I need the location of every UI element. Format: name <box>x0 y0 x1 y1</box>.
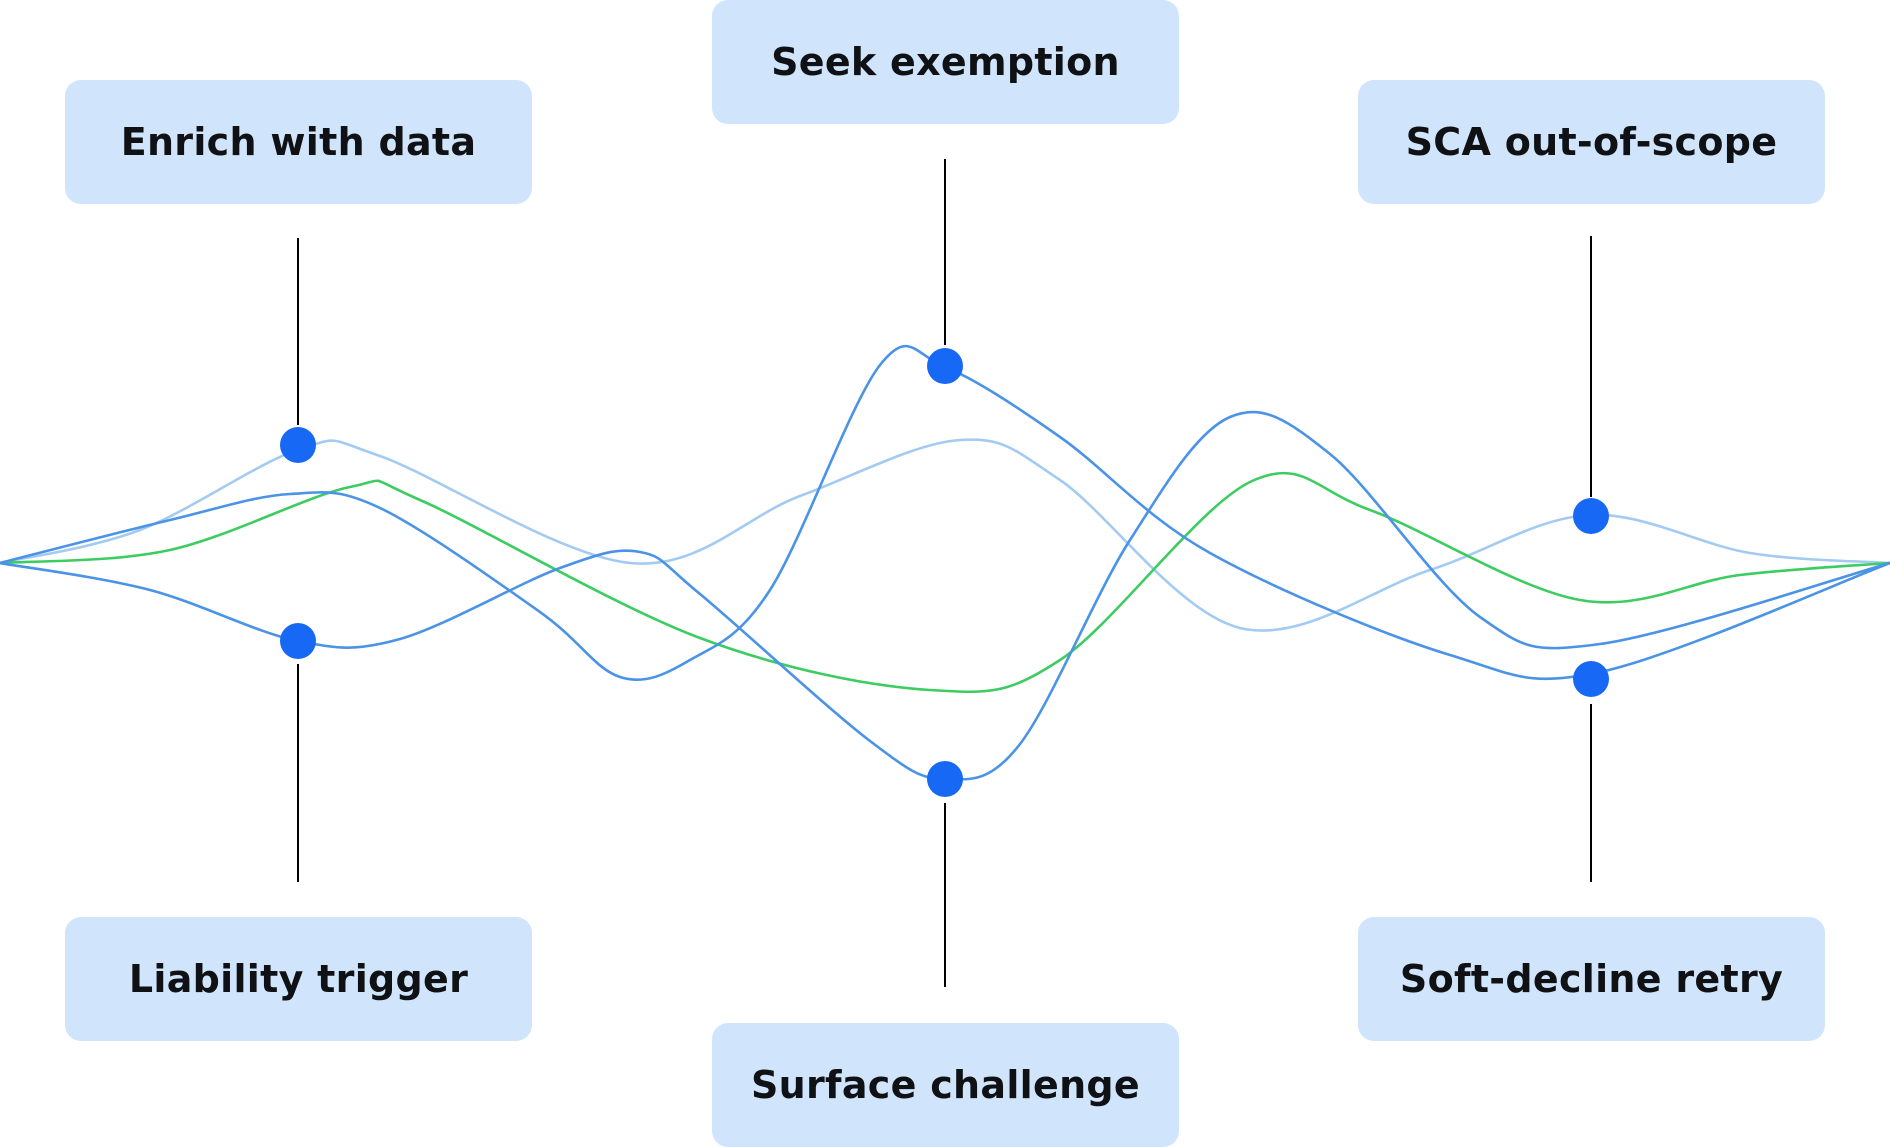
seek-exemption-label: Seek exemption <box>771 40 1120 84</box>
blue-wave-b <box>0 410 1890 781</box>
surface-dot <box>927 761 963 797</box>
sca-dot <box>1573 498 1609 534</box>
soft-dot <box>1573 661 1609 697</box>
liability-trigger-box: Liability trigger <box>65 917 532 1041</box>
surface-challenge-label: Surface challenge <box>750 1063 1141 1107</box>
sca-out-of-scope-box: SCA out-of-scope <box>1358 80 1825 204</box>
seek-exemption-box: Seek exemption <box>712 0 1179 124</box>
soft-decline-retry-label: Soft-decline retry <box>1399 957 1784 1001</box>
connector-lines <box>297 159 1592 987</box>
enrich-with-data-label: Enrich with data <box>120 120 477 164</box>
surface-challenge-box: Surface challenge <box>712 1023 1179 1147</box>
seek-dot <box>927 348 963 384</box>
blue-wave-a <box>0 344 1890 682</box>
marker-dots <box>280 348 1609 797</box>
liability-trigger-label: Liability trigger <box>128 957 469 1001</box>
enrich-dot <box>280 427 316 463</box>
soft-decline-retry-box: Soft-decline retry <box>1358 917 1825 1041</box>
green-wave <box>0 471 1890 694</box>
sca-out-of-scope-label: SCA out-of-scope <box>1405 120 1778 164</box>
liability-dot <box>280 623 316 659</box>
wave-lines <box>0 344 1890 781</box>
enrich-with-data-box: Enrich with data <box>65 80 532 204</box>
